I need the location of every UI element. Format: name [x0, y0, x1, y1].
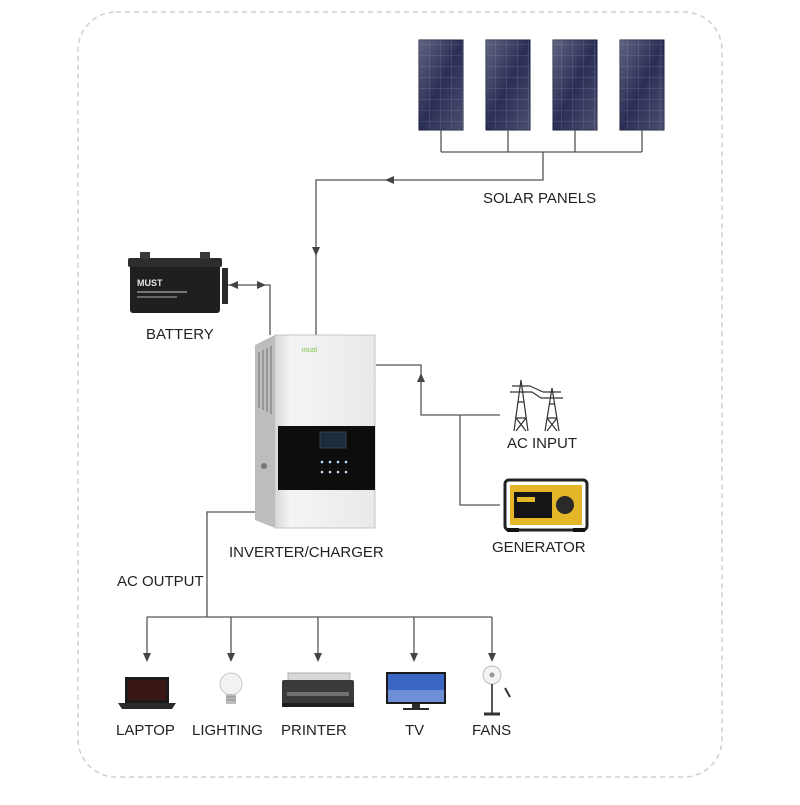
label-solar-panels: SOLAR PANELS: [483, 190, 597, 207]
label-battery: BATTERY: [146, 326, 214, 343]
label-tv: TV: [405, 722, 425, 739]
wiring: [146, 130, 643, 658]
battery-icon: MUST: [128, 252, 228, 313]
laptop-icon: [118, 677, 176, 709]
label-printer: PRINTER: [281, 722, 347, 739]
battery-logo: MUST: [137, 278, 163, 288]
label-generator: GENERATOR: [492, 539, 586, 556]
label-lighting: LIGHTING: [192, 722, 263, 739]
tv-icon: [386, 672, 446, 710]
label-ac-output: AC OUTPUT: [117, 573, 204, 590]
label-laptop: LAPTOP: [116, 722, 175, 739]
power-tower-icon: [510, 379, 563, 432]
label-fans: FANS: [472, 722, 512, 739]
arrowheads: [143, 176, 496, 662]
label-ac-input: AC INPUT: [507, 435, 578, 452]
dashed-border: [77, 11, 723, 778]
inverter-icon: must: [255, 334, 376, 529]
solar-panel-icon: [418, 39, 665, 131]
label-inverter-charger: INVERTER/CHARGER: [229, 544, 384, 561]
generator-icon: [503, 478, 589, 532]
inverter-logo: must: [302, 347, 317, 354]
printer-icon: [282, 672, 354, 707]
fan-icon: [482, 665, 511, 716]
bulb-icon: [219, 672, 243, 704]
